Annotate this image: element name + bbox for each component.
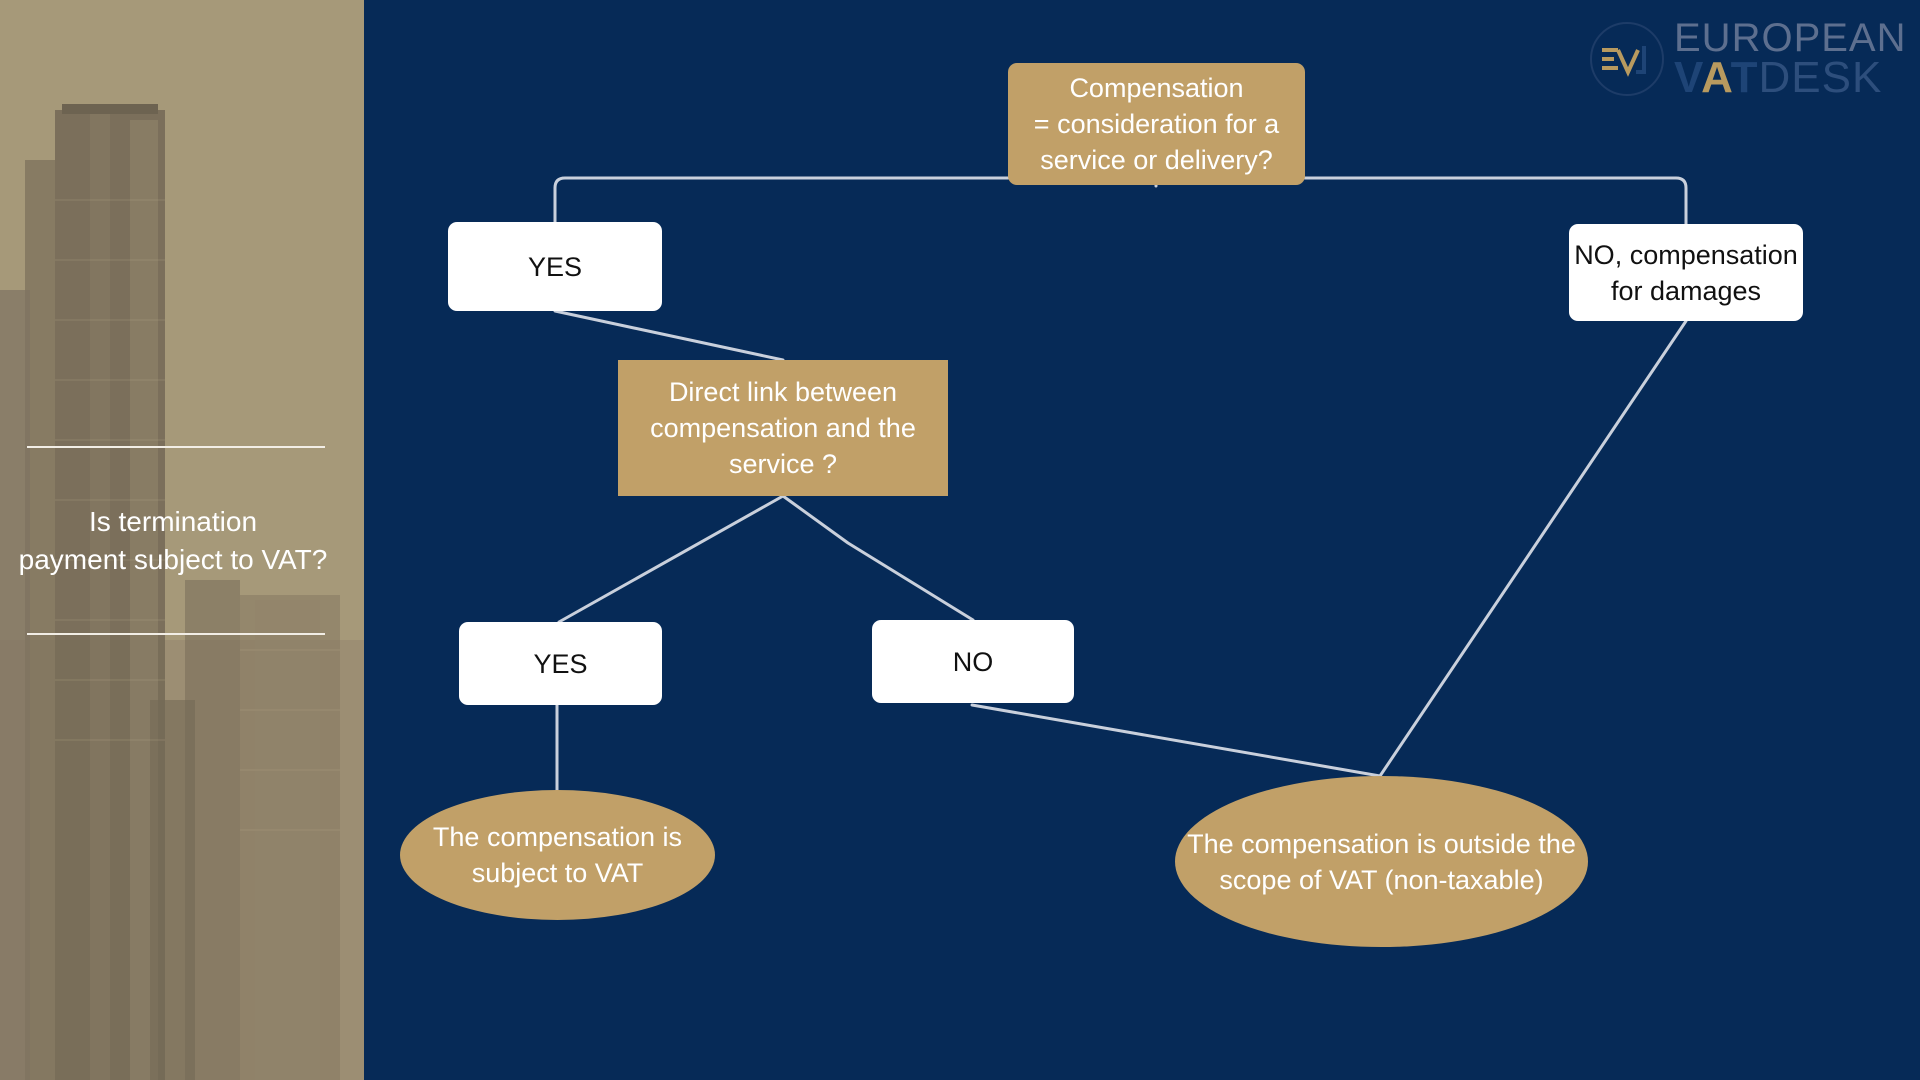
node-yes-top: YES [448, 222, 662, 311]
node-compensation-question: Compensation = consideration for a servi… [1008, 63, 1305, 185]
sidebar-divider-top [27, 446, 325, 448]
node-no-compensation-for-damages: NO, compensation for damages [1569, 224, 1803, 321]
node-yes-bottom: YES [459, 622, 662, 705]
node-outside-scope-of-vat: The compensation is outside the scope of… [1175, 776, 1588, 947]
node-direct-link-question: Direct link between compensation and the… [618, 360, 948, 496]
logo-text-desk: DESK [1758, 53, 1883, 102]
connector-yes-to-direct-link [553, 309, 785, 362]
logo-text-european: EUROPEAN [1674, 16, 1907, 60]
sidebar-panel: Is termination payment subject to VAT? [0, 0, 364, 1080]
connector-direct-link-to-no [781, 494, 975, 622]
node-no-bottom: NO [872, 620, 1074, 703]
logo-text-vatdesk: VATDESK [1674, 56, 1882, 100]
connector-no-to-outside [970, 703, 1382, 778]
logo-letter-a: A [1701, 53, 1731, 102]
node-subject-to-vat: The compensation is subject to VAT [400, 790, 715, 920]
logo-emblem-icon [1590, 22, 1664, 96]
sidebar-divider-bottom [27, 633, 325, 635]
connector-root-to-yes [553, 176, 1010, 224]
european-vat-desk-logo: EUROPEAN VATDESK [1588, 16, 1908, 102]
logo-letter-t: T [1730, 53, 1759, 102]
sidebar-question: Is termination payment subject to VAT? [18, 506, 328, 575]
connector-direct-link-to-yes [557, 494, 785, 624]
city-skyline-image [0, 0, 364, 1080]
connector-damages-to-outside [1378, 319, 1688, 778]
logo-letter-v: V [1674, 53, 1702, 102]
connector-root-to-no [1303, 176, 1688, 226]
